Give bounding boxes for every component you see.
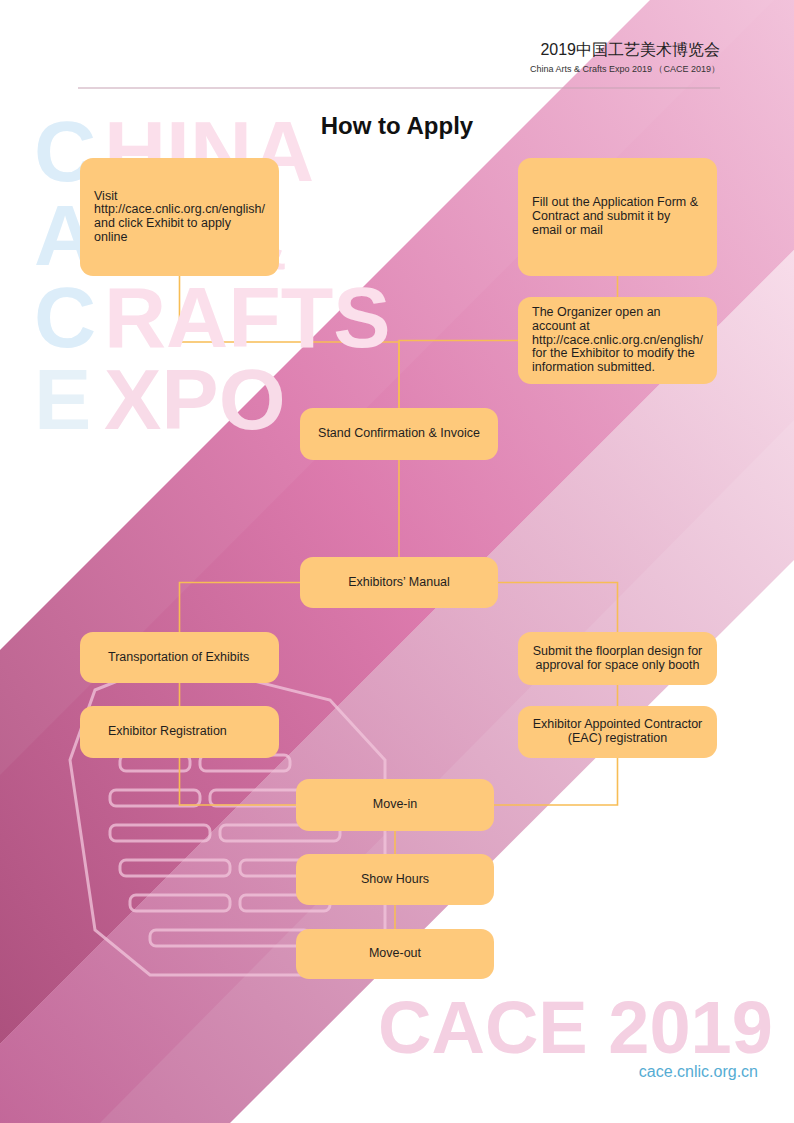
process-box: Show Hours [296,854,494,905]
connector-line [179,683,181,706]
watermark-letter: E [34,356,91,442]
box-text: Move-out [310,947,480,961]
header-rule [78,88,720,89]
connector-line [394,905,396,929]
connector [617,685,618,706]
process-box: Move-out [296,929,494,979]
connector [399,341,518,409]
connector-line [399,341,518,409]
connector [180,758,297,805]
process-box: Transportation of Exhibits [80,632,279,683]
connector-line [498,583,618,633]
box-text: Exhibitors’ Manual [314,576,484,590]
process-box: Exhibitors’ Manual [300,557,498,608]
box-text: Submit the floorplan design for approval… [532,645,703,673]
connector-line [617,685,619,706]
process-box: Visit http://cace.cnlic.org.cn/english/ … [80,158,279,276]
box-text: Exhibitor Appointed Contractor (EAC) reg… [532,718,703,746]
header-title: 2019中国工艺美术博览会 [540,40,720,61]
mid-band [0,250,794,1123]
connector-line [617,276,619,297]
box-text: Transportation of Exhibits [94,651,265,665]
box-text: Move-in [310,798,480,812]
box-text: The Organizer open an account at http://… [532,306,703,375]
process-box: Fill out the Application Form & Contract… [518,158,717,276]
connector [494,758,618,805]
box-text: Exhibitor Registration [94,725,265,739]
connector [180,583,301,633]
watermark-year: CACE 2019 [378,985,773,1070]
process-box: Stand Confirmation & Invoice [300,408,498,460]
watermark-word: RAFTS [104,274,391,360]
watermark-word: XPO [104,356,286,442]
process-box: Exhibitor Appointed Contractor (EAC) reg… [518,706,717,758]
connector-line [180,583,301,633]
box-text: Fill out the Application Form & Contract… [532,196,703,237]
box-text: Visit http://cace.cnlic.org.cn/english/ … [94,190,265,245]
watermark-letter: C [34,274,96,360]
connector-line [398,460,400,557]
connector-line [180,758,297,805]
connector [395,905,396,929]
connector-line [394,831,396,854]
process-box: Submit the floorplan design for approval… [518,632,717,685]
connector [498,583,618,633]
box-text: Stand Confirmation & Invoice [314,427,484,441]
box-text: Show Hours [310,873,480,887]
connector [617,276,618,297]
website-url: cace.cnlic.org.cn [639,1063,758,1081]
process-box: The Organizer open an account at http://… [518,297,717,384]
connector [179,683,180,706]
header-subtitle: China Arts & Crafts Expo 2019 （CACE 2019… [530,63,720,76]
process-box: Move-in [296,779,494,831]
connector [395,831,396,854]
connector [399,460,400,557]
connector-line [494,758,618,805]
process-box: Exhibitor Registration [80,706,279,758]
